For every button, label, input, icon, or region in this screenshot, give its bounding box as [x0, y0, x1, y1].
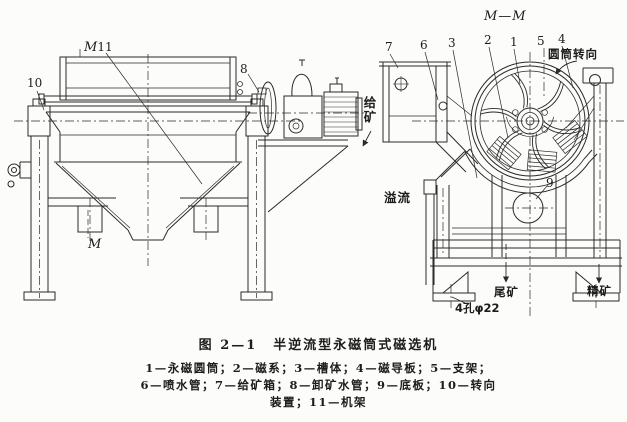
callout-11: 11: [97, 40, 113, 54]
legend-line-1: 1—永磁圆筒；2—磁系；3—槽体；4—磁导板；5—支架；: [145, 361, 492, 375]
figure-caption-title: 图 2—1 半逆流型永磁筒式磁选机: [5, 334, 627, 353]
callout-4: 4: [558, 32, 566, 46]
callout-3: 3: [448, 36, 456, 50]
legend-line-2: 6—喷水管；7—给矿箱；8—卸矿水管；9—底板；10—转向: [140, 378, 497, 392]
overflow-label: 溢流: [384, 190, 412, 205]
label-section-plane-top: M11: [84, 38, 113, 54]
callout-1: 1: [510, 35, 518, 49]
callout-8: 8: [240, 62, 248, 76]
callout-2: 2: [484, 33, 492, 47]
holes-dimension-label: 4孔φ22: [455, 301, 500, 315]
callout-10: 10: [27, 76, 43, 90]
figure-number: 图 2—1: [198, 338, 258, 353]
feed-ore-label: 给矿: [361, 96, 377, 125]
callout-9: 9: [546, 176, 554, 190]
section-marker-m-bottom: M: [88, 237, 102, 252]
tailings-label: 尾矿: [494, 285, 519, 299]
callout-6: 6: [420, 38, 428, 52]
concentrate-label: 精矿: [587, 284, 612, 298]
legend-line-3: 装置；11—机架: [269, 395, 367, 409]
callout-5: 5: [537, 34, 545, 48]
figure-title: 半逆流型永磁筒式磁选机: [273, 338, 439, 353]
section-marker-m-top: M: [84, 40, 98, 55]
callout-7: 7: [385, 40, 393, 54]
section-view-title: M—M: [484, 9, 527, 24]
figure-caption: 图 2—1 半逆流型永磁筒式磁选机 1—永磁圆筒；2—磁系；3—槽体；4—磁导板；…: [5, 334, 627, 411]
drum-rotation-label: 圆筒转向: [548, 47, 598, 61]
